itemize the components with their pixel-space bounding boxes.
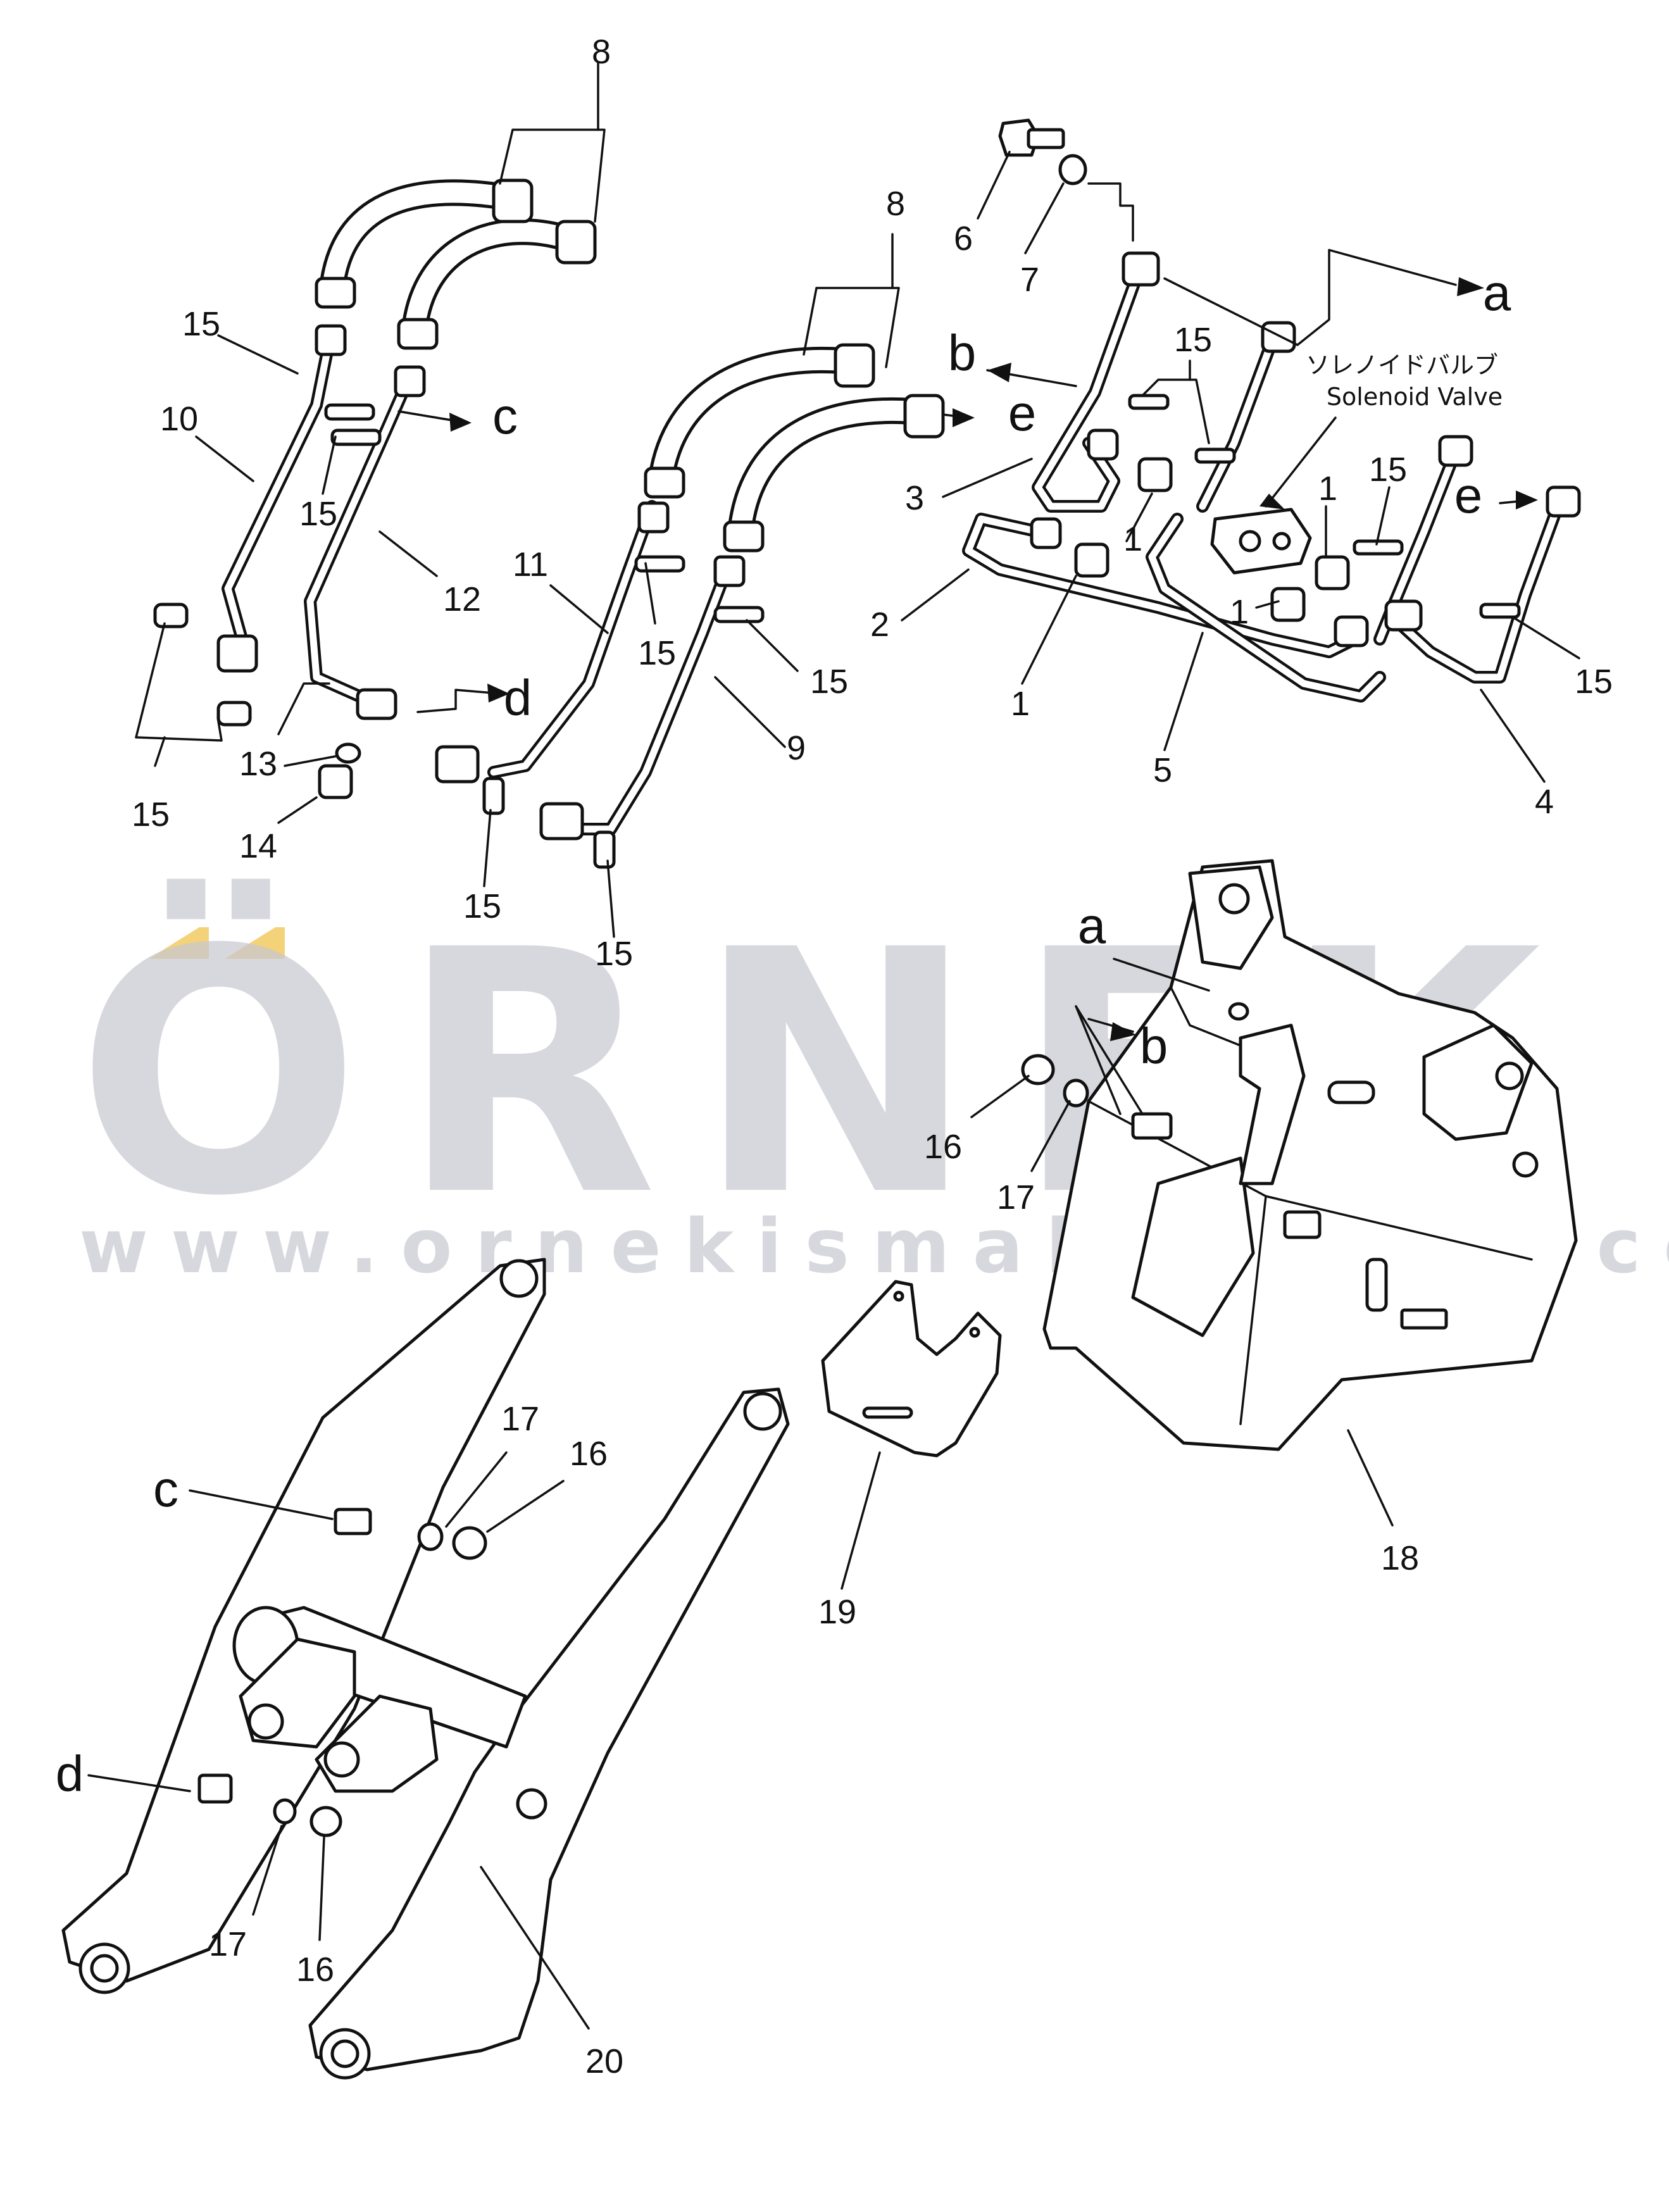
hose-group-middle bbox=[435, 343, 945, 869]
ref-a-top: a bbox=[1483, 265, 1511, 321]
callout-17-boom-lower: 17 bbox=[209, 1925, 247, 1963]
callout-3: 3 bbox=[905, 479, 924, 517]
callout-15-i: 15 bbox=[1369, 451, 1407, 489]
solenoid-valve-label: ソレノイドバルブ Solenoid Valve bbox=[1306, 351, 1503, 411]
callout-1-a: 1 bbox=[1123, 520, 1142, 558]
callout-6: 6 bbox=[954, 220, 973, 258]
callout-8-left: 8 bbox=[592, 33, 611, 71]
ref-c-boom: c bbox=[153, 1461, 178, 1517]
callout-13: 13 bbox=[239, 745, 277, 783]
callout-15-j: 15 bbox=[1575, 663, 1613, 701]
callout-4: 4 bbox=[1535, 783, 1554, 821]
callout-17-frame: 17 bbox=[997, 1178, 1035, 1216]
ref-a-frame: a bbox=[1078, 897, 1106, 954]
callout-7: 7 bbox=[1020, 261, 1039, 299]
ref-d-top: d bbox=[504, 670, 532, 726]
callout-numbers: 8 8 15 10 15 12 13 14 15 11 15 15 9 15 1… bbox=[132, 33, 1613, 2080]
callout-16-boom-upper: 16 bbox=[570, 1435, 608, 1473]
ref-e-right: e bbox=[1454, 467, 1483, 523]
callout-15-c: 15 bbox=[132, 796, 170, 834]
callout-20: 20 bbox=[585, 2042, 623, 2080]
callout-8-mid: 8 bbox=[886, 185, 905, 223]
ref-b-frame: b bbox=[1140, 1018, 1168, 1074]
callout-17-boom-upper: 17 bbox=[501, 1400, 539, 1438]
solenoid-label-english: Solenoid Valve bbox=[1327, 383, 1503, 411]
cover-plate bbox=[821, 1280, 1002, 1458]
callout-11: 11 bbox=[513, 546, 548, 584]
arrowheads bbox=[449, 277, 1538, 1041]
callout-5: 5 bbox=[1153, 751, 1172, 789]
callout-15-d: 15 bbox=[638, 634, 676, 672]
callout-1-b: 1 bbox=[1318, 470, 1337, 508]
ref-d-boom: d bbox=[56, 1746, 84, 1802]
callout-1-d: 1 bbox=[1230, 593, 1249, 631]
callout-10: 10 bbox=[160, 400, 198, 438]
tube-group-right bbox=[962, 118, 1581, 703]
solenoid-label-japanese: ソレノイドバルブ bbox=[1306, 351, 1498, 379]
callout-9: 9 bbox=[787, 729, 806, 767]
callout-15-g: 15 bbox=[595, 935, 633, 973]
callout-15-h: 15 bbox=[1174, 321, 1212, 359]
ref-b-top: b bbox=[948, 325, 977, 381]
callout-12: 12 bbox=[443, 580, 481, 618]
callout-15-e: 15 bbox=[810, 663, 848, 701]
callout-2: 2 bbox=[870, 606, 889, 644]
callout-1-c: 1 bbox=[1011, 685, 1030, 723]
callout-15-b: 15 bbox=[299, 495, 337, 533]
ref-e-mid: e bbox=[1008, 385, 1037, 441]
front-frame bbox=[1021, 859, 1578, 1451]
callout-18: 18 bbox=[1381, 1539, 1419, 1577]
watermark-accent-right bbox=[225, 927, 285, 959]
callout-14: 14 bbox=[239, 827, 277, 865]
ref-c-top: c bbox=[492, 388, 518, 444]
hose-group-left bbox=[153, 178, 597, 799]
callout-16-frame: 16 bbox=[924, 1128, 962, 1166]
callout-16-boom-lower: 16 bbox=[296, 1951, 334, 1989]
callout-15-f: 15 bbox=[463, 887, 501, 925]
callout-15-a: 15 bbox=[182, 305, 220, 343]
reference-letters: a b c d e e a b c d bbox=[56, 265, 1511, 1802]
watermark-accent-left bbox=[149, 927, 209, 959]
callout-19: 19 bbox=[818, 1593, 856, 1631]
boom bbox=[61, 1258, 790, 2080]
